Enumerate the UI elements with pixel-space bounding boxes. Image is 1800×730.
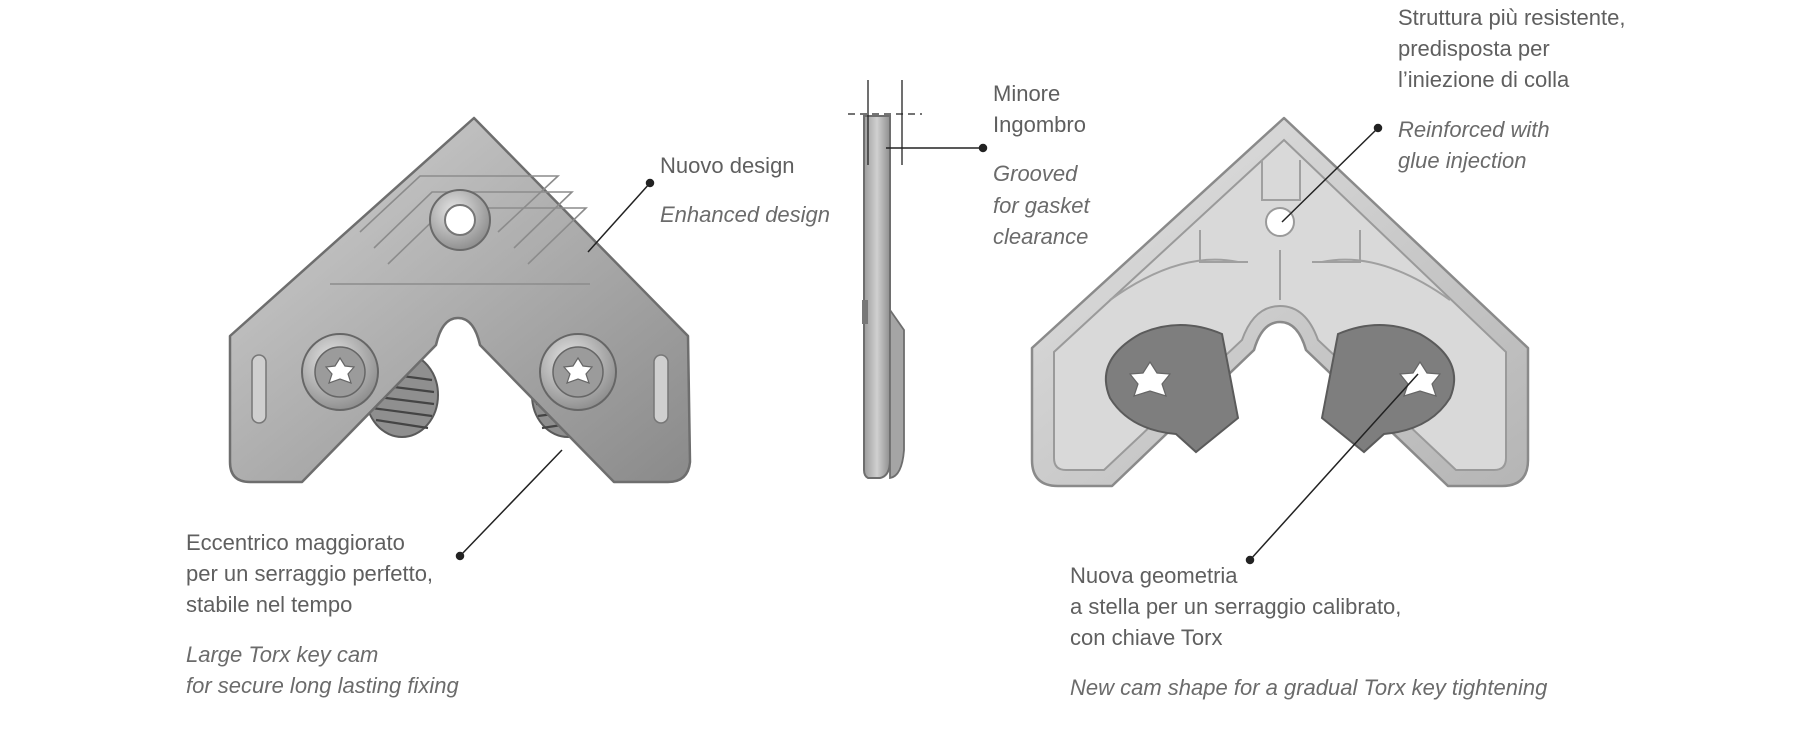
callout-it-line: Ingombro [993,112,1086,138]
callout-it-line: con chiave Torx [1070,625,1223,651]
torx-star-icon [1398,360,1442,397]
callout-it-line: a stella per un serraggio calibrato, [1070,594,1402,620]
callout-nuovo-design: Nuovo design Enhanced design [660,150,830,230]
callout-en-line: for gasket [993,192,1090,218]
callout-nuova-geometria: Nuova geometria a stella per un serraggi… [1070,560,1547,703]
callout-en-line: Grooved [993,161,1078,187]
callout-it-line: Nuova geometria [1070,563,1238,588]
leader-lines [455,123,1419,565]
callout-struttura: Struttura più resistente, predisposta pe… [1398,2,1625,176]
callout-it-line: l’iniezione di colla [1398,67,1570,93]
torx-star-icon [1128,360,1172,397]
torx-star-icon [301,333,379,411]
callout-it-line: predisposta per [1398,36,1550,62]
callout-it-line: stabile nel tempo [186,592,353,618]
gear-cam-icon [1320,324,1456,454]
callout-eccentrico: Eccentrico maggiorato per un serraggio p… [186,527,459,701]
torx-star-icon [539,333,617,411]
callout-en-line: glue injection [1398,147,1527,173]
corner-bracket-back [1030,116,1530,488]
callout-en: Enhanced design [660,202,831,228]
callout-it-line: Eccentrico maggiorato [186,530,405,555]
callout-it: Nuovo design [660,153,795,178]
callout-it-line: per un serraggio perfetto, [186,561,434,587]
callout-it-line: Struttura più resistente, [1398,5,1626,30]
callout-en-line: Large Torx key cam [186,641,379,667]
callout-en-line: for secure long lasting fixing [186,672,459,698]
callout-en-line: Reinforced with [1398,116,1550,142]
corner-bracket-side [848,80,922,480]
corner-bracket-front [228,116,692,484]
gear-cam-icon [1104,324,1240,454]
callout-it-line: Minore [993,81,1061,106]
callout-en-line: clearance [993,223,1089,249]
callout-en-line: New cam shape for a gradual Torx key tig… [1070,674,1548,700]
callout-minore-ingombro: Minore Ingombro Grooved for gasket clear… [993,78,1090,252]
